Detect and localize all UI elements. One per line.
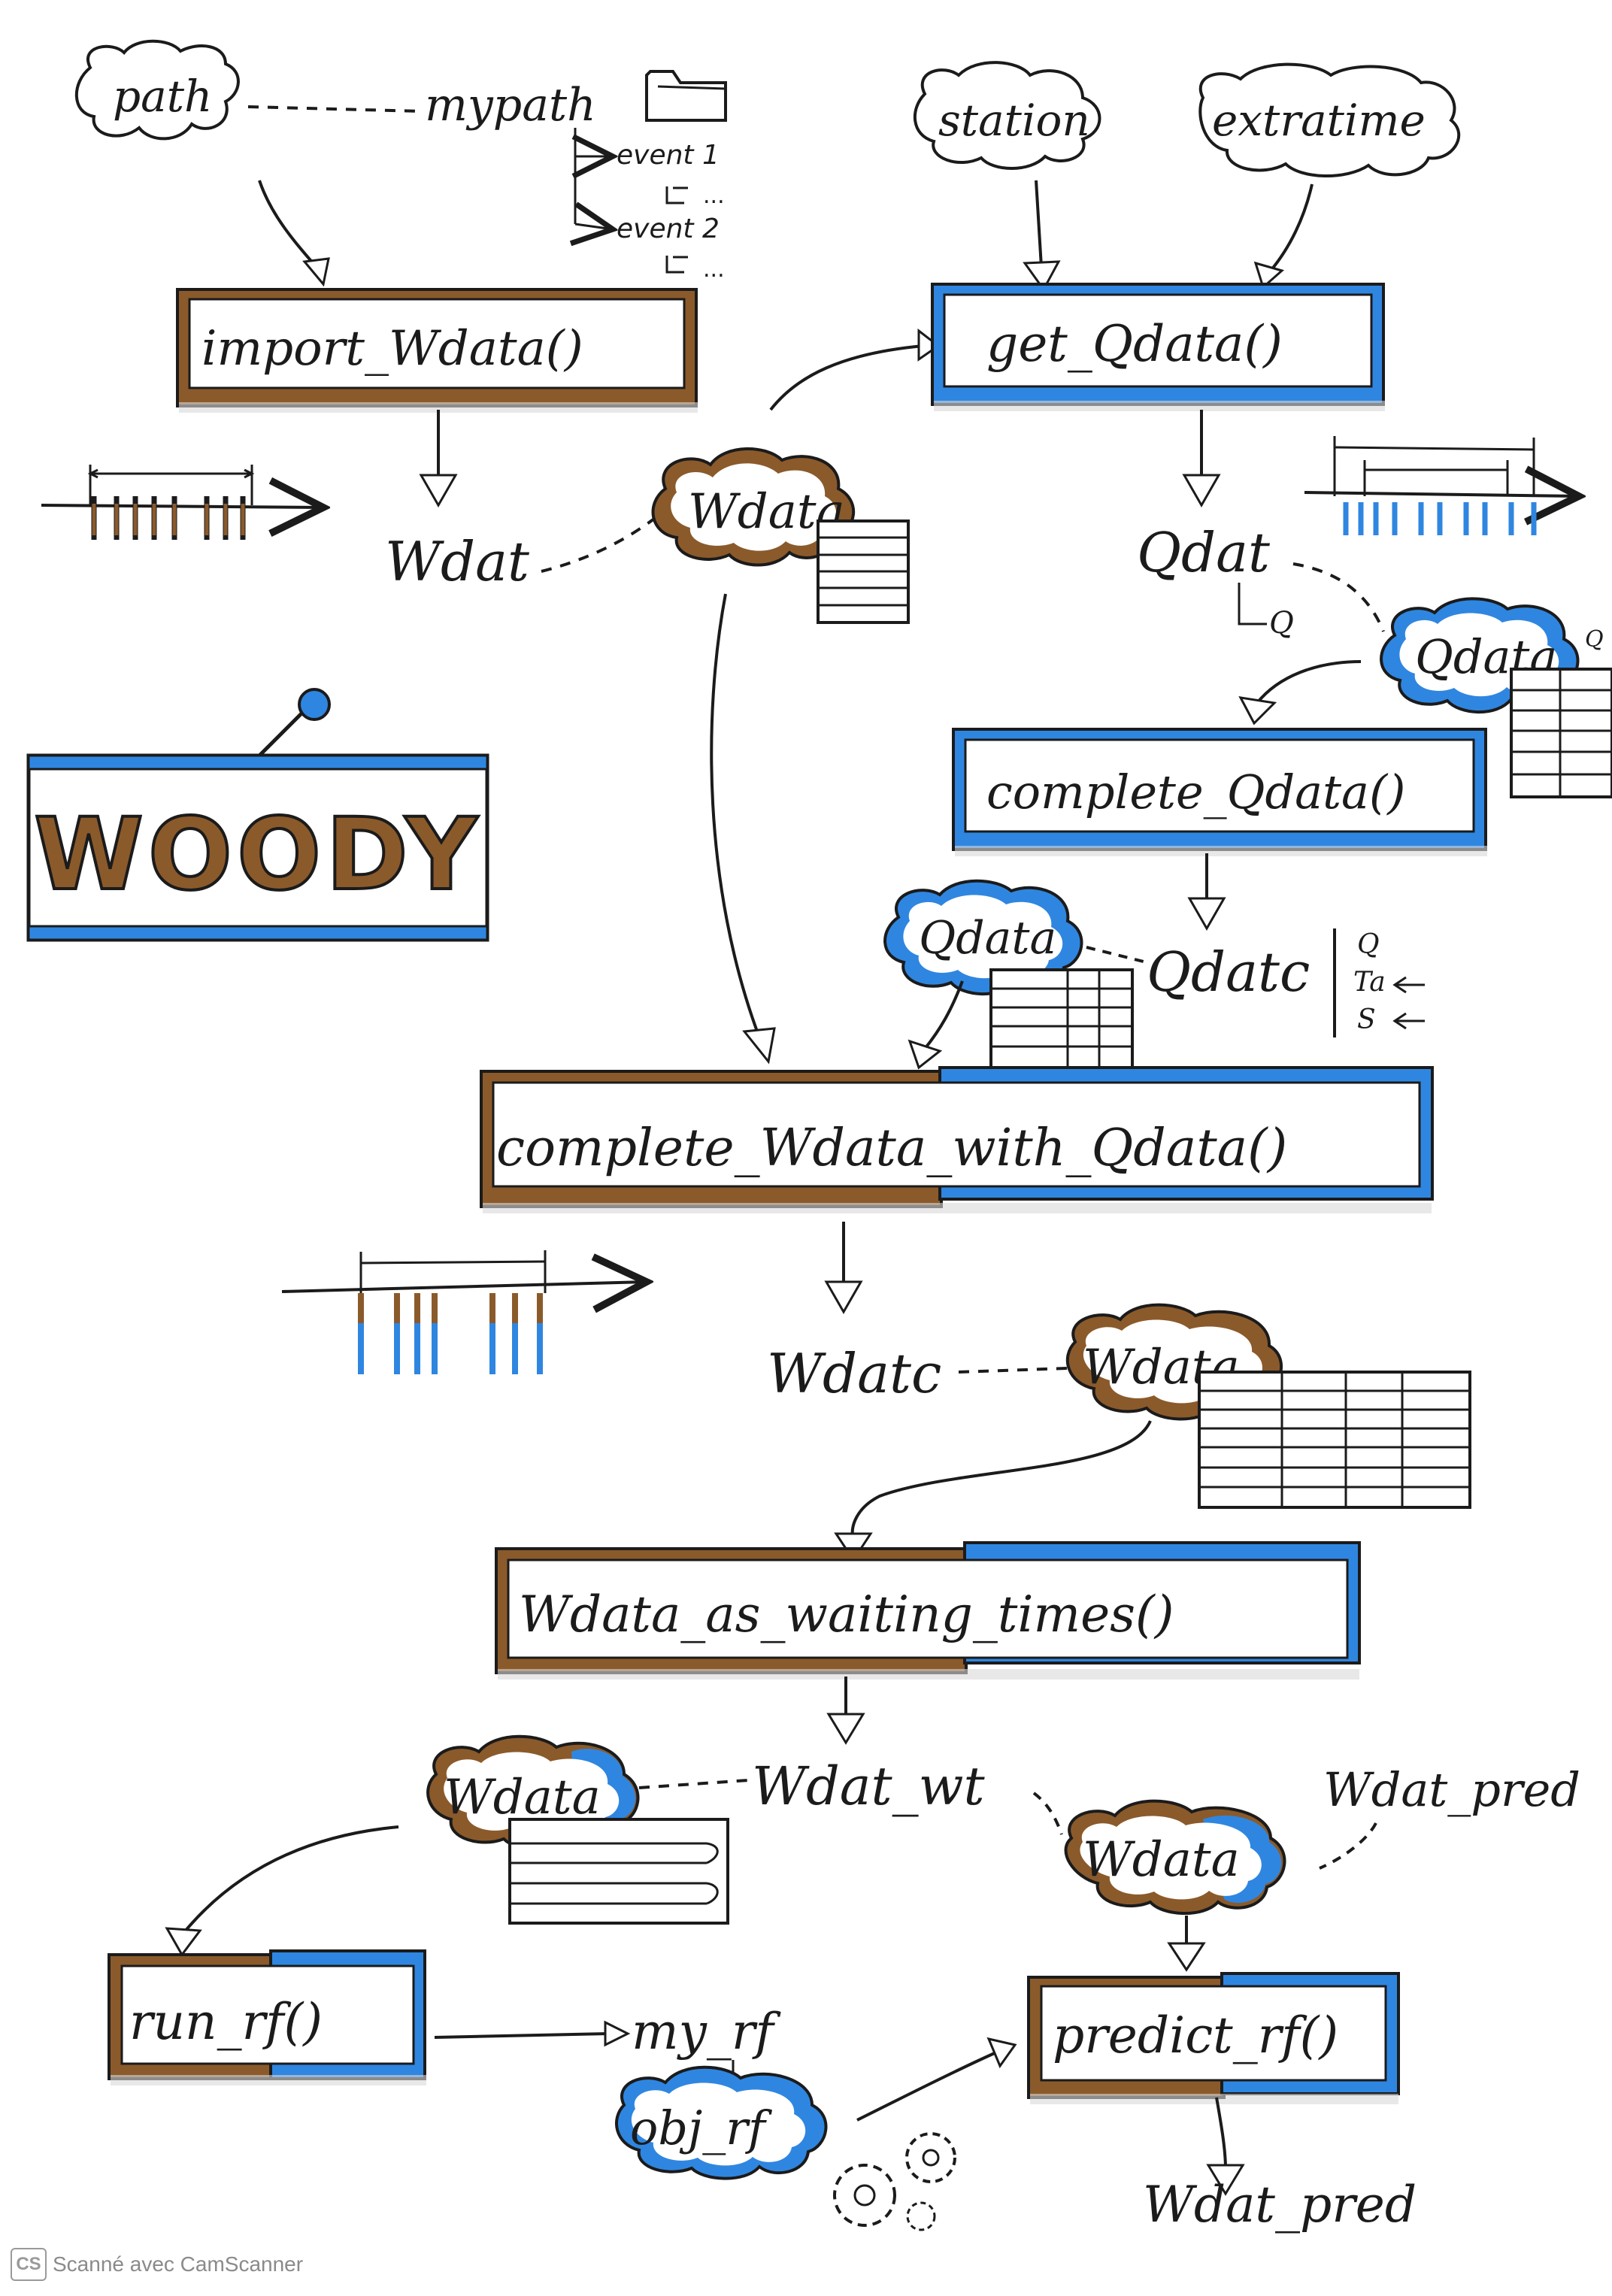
obj-rf-cloud: obj_rf xyxy=(615,2065,828,2180)
logo-pin-stick xyxy=(258,709,306,757)
table-icon-2 xyxy=(1510,668,1612,798)
predict-rf-label: predict_rf() xyxy=(1053,2007,1338,2064)
wdatc-dashed-link xyxy=(958,1367,1068,1374)
wdat-pred-top-label: Wdat_pred xyxy=(1323,1762,1580,1817)
extratime-cloud: extratime xyxy=(1198,62,1461,177)
table-icon-1 xyxy=(817,519,910,624)
table-icon-5 xyxy=(508,1818,729,1925)
wdat-pred-dashed-link xyxy=(1319,1822,1377,1870)
logo-pin-head xyxy=(298,688,331,721)
arrow-extratime-to-getq xyxy=(1269,183,1314,272)
timeline-discharge xyxy=(1304,436,1579,535)
path-label: path xyxy=(113,71,212,122)
station-cloud: station xyxy=(913,61,1101,170)
arrow-predict-to-wdatpred xyxy=(1215,2097,1227,2170)
path-dashed-link xyxy=(247,105,422,113)
wdata-cloud-4: Wdata xyxy=(1064,1799,1286,1916)
import-wdata-box: import_Wdata() xyxy=(176,288,698,413)
qdatc-var-q: Q xyxy=(1357,929,1380,960)
tree-branch-2 xyxy=(575,224,613,229)
timeline-events-raw xyxy=(41,465,323,540)
qdata-cloud-2-label: Qdata xyxy=(919,912,1056,965)
wdat-pred-bottom-label: Wdat_pred xyxy=(1143,2176,1417,2234)
arrow-wdata-to-getq xyxy=(769,344,924,411)
arrow-runrf-to-myrf xyxy=(434,2032,610,2039)
wdata-as-waiting-times-label: Wdata_as_waiting_times() xyxy=(519,1586,1174,1643)
table-icon-4 xyxy=(1198,1371,1471,1509)
arrow-wdata-to-complete-wq xyxy=(710,593,761,1038)
path-cloud: path xyxy=(74,39,240,141)
my-rf-label: my_rf xyxy=(632,2003,781,2061)
qdatc-var-ta: Ta xyxy=(1353,967,1386,998)
extratime-label: extratime xyxy=(1212,95,1426,146)
woody-logo: WOODY xyxy=(26,688,489,942)
run-rf-label: run_rf() xyxy=(129,1993,323,2051)
get-qdata-box: get_Qdata() xyxy=(931,283,1385,411)
mypath-label: mypath xyxy=(425,79,596,132)
wdatc-label: Wdatc xyxy=(767,1342,941,1405)
arrow-qdata-to-complete-wq xyxy=(923,980,964,1050)
wdata-as-waiting-times-box: Wdata_as_waiting_times() xyxy=(495,1541,1361,1680)
wdatwt-dashed-link-left xyxy=(638,1779,749,1789)
complete-wdata-with-qdata-label: complete_Wdata_with_Qdata() xyxy=(496,1119,1287,1178)
event-1-label: event 1 xyxy=(617,140,720,171)
wdatwt-dashed-link-right xyxy=(1032,1792,1063,1835)
table-icon-3 xyxy=(989,968,1134,1075)
qdat-label: Qdat xyxy=(1137,521,1271,584)
wdata-cloud-3-label: Wdata xyxy=(444,1770,601,1825)
file-icon-2 xyxy=(665,256,688,274)
wdata-cloud-4-label: Wdata xyxy=(1083,1832,1240,1888)
run-rf-box: run_rf() xyxy=(108,1949,426,2085)
new-var-arrow-s xyxy=(1392,1012,1425,1030)
wdat-dashed-link xyxy=(541,517,656,573)
qdat-dashed-link xyxy=(1292,562,1385,632)
timeline-events-completed xyxy=(281,1250,647,1374)
get-qdata-label: get_Qdata() xyxy=(986,315,1283,373)
wdata-cloud-1: Wdata xyxy=(651,447,856,567)
predict-rf-box: predict_rf() xyxy=(1027,1972,1400,2104)
file-icon-1 xyxy=(665,186,688,204)
arrow-wdata-to-runrf xyxy=(183,1825,399,1934)
qdat-q-label: Q xyxy=(1269,606,1294,641)
qdatc-label: Qdatc xyxy=(1147,941,1310,1004)
ellipsis-1: ... xyxy=(703,183,725,209)
wdat-wt-label: Wdat_wt xyxy=(752,1755,986,1817)
logo-text: WOODY xyxy=(34,797,482,913)
complete-qdata-box: complete_Qdata() xyxy=(952,728,1487,856)
qdatc-var-s: S xyxy=(1357,1004,1376,1035)
arrow-objrf-to-predict xyxy=(856,2051,997,2122)
arrow-station-to-getq xyxy=(1035,180,1043,268)
qdata-cloud-2: Qdata xyxy=(883,879,1083,996)
qdat-tree xyxy=(1238,583,1267,625)
arrow-qdata-to-completeq xyxy=(1256,660,1362,704)
obj-rf-label: obj_rf xyxy=(630,2101,773,2155)
arrow-path-to-import xyxy=(258,180,321,272)
wdat-label: Wdat xyxy=(385,530,530,593)
new-var-arrow-ta xyxy=(1392,976,1425,994)
camscanner-logo: CS xyxy=(11,2248,47,2281)
qdata-col-q-label: Q xyxy=(1585,626,1604,653)
event-2-label: event 2 xyxy=(617,214,720,244)
import-wdata-label: import_Wdata() xyxy=(202,321,583,377)
folder-icon xyxy=(645,70,727,122)
complete-qdata-label: complete_Qdata() xyxy=(986,765,1405,819)
gears-icon xyxy=(833,2132,956,2231)
station-label: station xyxy=(938,95,1090,146)
complete-wdata-with-qdata-box: complete_Wdata_with_Qdata() xyxy=(480,1066,1434,1213)
qdatc-dashed-link xyxy=(1086,946,1147,964)
camscanner-footer-text: Scanné avec CamScanner xyxy=(53,2252,304,2276)
arrow-wdata-to-waiting xyxy=(850,1420,1152,1540)
ellipsis-2: ... xyxy=(703,256,725,283)
